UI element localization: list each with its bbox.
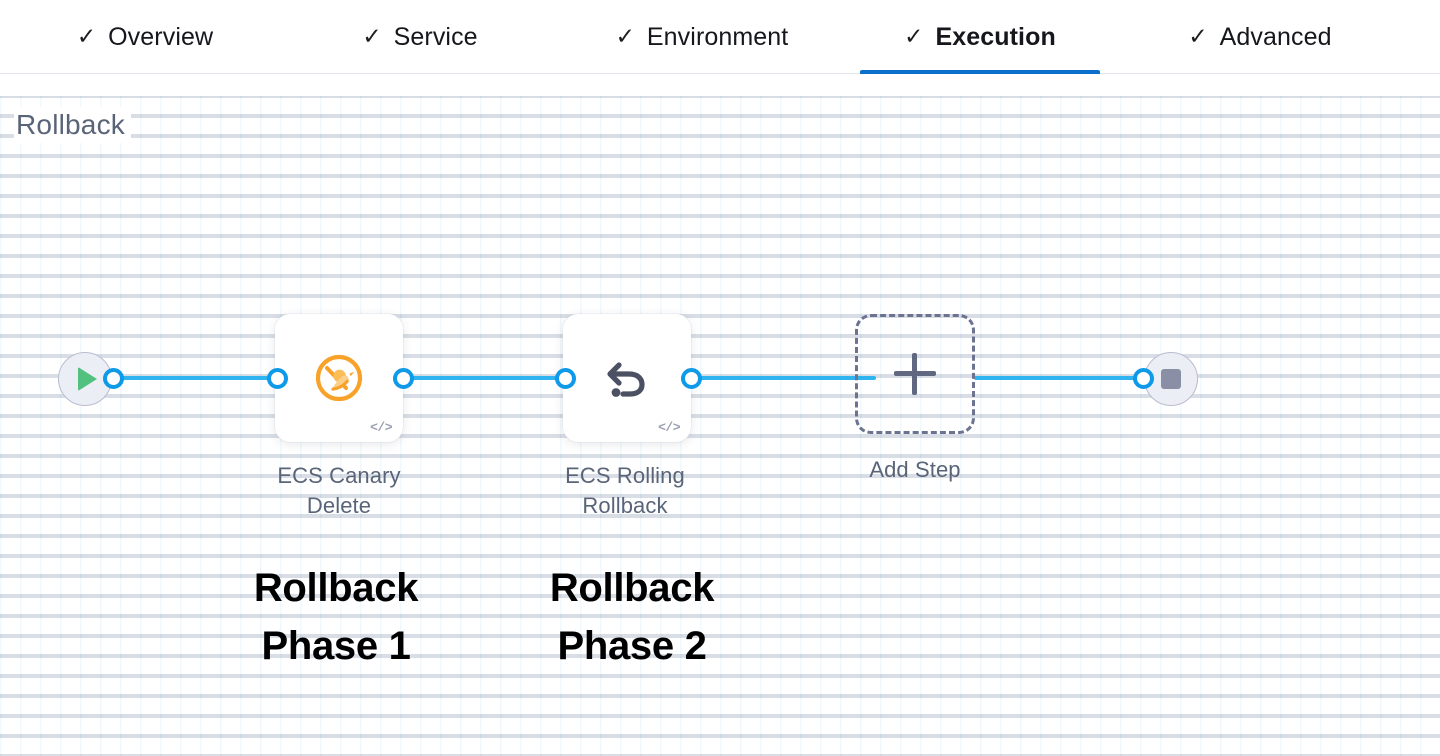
- check-icon: ✓: [362, 22, 382, 49]
- stage-title: Rollback: [14, 107, 131, 143]
- check-icon: ✓: [615, 22, 635, 49]
- add-step-label: Add Step: [869, 457, 961, 482]
- tab-label: Execution: [935, 22, 1056, 51]
- annotation-line-1: Rollback: [549, 566, 715, 610]
- tab-label: Advanced: [1219, 22, 1332, 51]
- play-icon: [78, 367, 97, 391]
- tab-advanced[interactable]: ✓ Advanced: [1150, 0, 1370, 74]
- port-step2-in[interactable]: [555, 368, 576, 389]
- canvas-top-band: [0, 74, 1440, 96]
- port-step1-in[interactable]: [267, 368, 288, 389]
- step-node-ecs-canary-delete[interactable]: </>: [275, 314, 403, 442]
- tab-label: Overview: [108, 22, 214, 51]
- annotation-line-2: Phase 1: [261, 624, 411, 668]
- step-label-line-2: Rollback: [582, 493, 668, 518]
- tab-execution[interactable]: ✓ Execution: [860, 0, 1100, 75]
- code-view-icon[interactable]: </>: [658, 420, 680, 435]
- tab-service[interactable]: ✓ Service: [320, 0, 520, 74]
- stop-icon: [1161, 369, 1181, 389]
- port-step2-out[interactable]: [681, 368, 702, 389]
- port-end-in[interactable]: [1133, 368, 1154, 389]
- tab-label: Environment: [646, 22, 789, 51]
- step-node-ecs-rolling-rollback[interactable]: </>: [563, 314, 691, 442]
- plus-icon: [894, 353, 936, 395]
- stage-flow-graph: </> ECS Canary Delete </> ECS Rolling: [0, 74, 1440, 756]
- check-icon: ✓: [904, 22, 924, 49]
- check-icon: ✓: [1188, 22, 1208, 49]
- port-start-out[interactable]: [103, 368, 124, 389]
- port-step1-out[interactable]: [393, 368, 414, 389]
- step-label-ecs-canary-delete: ECS Canary Delete: [234, 461, 444, 521]
- canary-bird-icon: [275, 314, 403, 442]
- check-icon: ✓: [76, 22, 97, 49]
- code-view-icon[interactable]: </>: [370, 420, 392, 435]
- add-step-button[interactable]: [855, 314, 975, 434]
- edge-step2-to-addstep: [684, 376, 876, 380]
- edge-addstep-to-end: [974, 376, 1152, 380]
- edge-step1-to-step2: [396, 376, 578, 380]
- step-label-line-1: ECS Rolling: [565, 463, 685, 488]
- step-label-line-1: ECS Canary: [277, 463, 401, 488]
- tab-label: Service: [393, 22, 478, 51]
- pipeline-canvas[interactable]: Rollback </>: [0, 74, 1440, 756]
- step-label-ecs-rolling-rollback: ECS Rolling Rollback: [520, 461, 730, 521]
- step-label-line-2: Delete: [306, 493, 372, 518]
- tab-underline-active: [860, 70, 1100, 75]
- edge-start-to-step1: [110, 376, 288, 380]
- annotation-line-2: Phase 2: [557, 624, 707, 668]
- annotation-line-1: Rollback: [253, 566, 419, 610]
- wizard-tab-bar: ✓ Overview ✓ Service ✓ Environment ✓ Exe…: [0, 0, 1440, 75]
- annotation-rollback-phase-1: Rollback Phase 1: [186, 559, 486, 675]
- rollback-undo-icon: [563, 314, 691, 442]
- tab-environment[interactable]: ✓ Environment: [578, 0, 826, 74]
- annotation-rollback-phase-2: Rollback Phase 2: [482, 559, 782, 675]
- tab-overview[interactable]: ✓ Overview: [35, 0, 255, 74]
